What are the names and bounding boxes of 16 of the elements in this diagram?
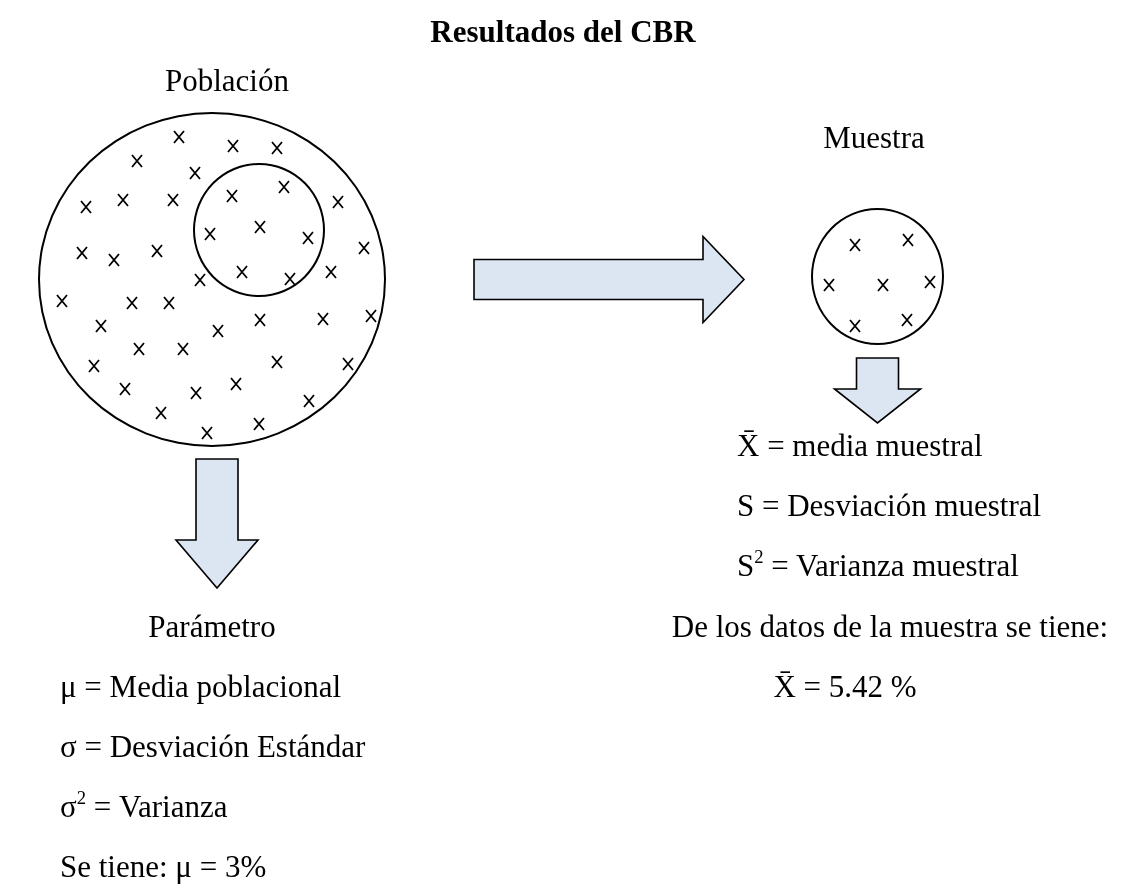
diagram-title: Resultados del CBR <box>429 14 697 50</box>
formula-text: σ$^{2}$ = Varianza <box>60 789 228 825</box>
formula-text: σ = Desviación Estándar <box>60 729 366 765</box>
block-arrow <box>174 458 260 590</box>
block-arrow <box>473 234 746 325</box>
formula-text: S = Desviación muestral <box>737 488 1042 524</box>
formula-text: De los datos de la muestra se tiene: <box>671 609 1109 645</box>
circle-heading: Muestra <box>823 120 925 156</box>
formula-text: Se tiene: μ = 3% <box>60 849 267 885</box>
formula-text: X̄ = media muestral <box>737 428 983 464</box>
block-arrow <box>832 357 923 424</box>
circle-heading: Población <box>165 63 289 99</box>
formula-text: S$^{2}$ = Varianza muestral <box>737 548 1019 584</box>
formula-text: μ = Media poblacional <box>60 669 342 705</box>
parameter-heading: Parámetro <box>148 609 276 645</box>
formula-text: X̄ = 5.42 % <box>773 669 917 705</box>
